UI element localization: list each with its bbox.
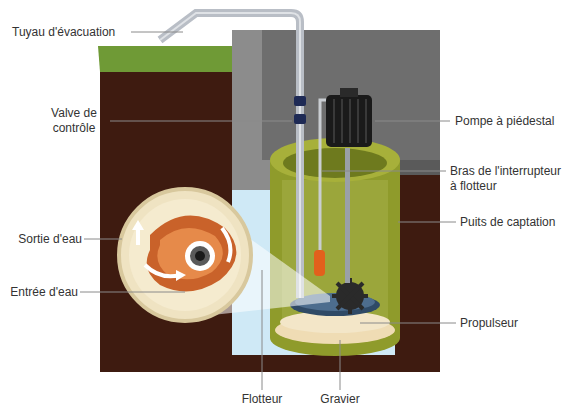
- part-label: Puits de captation: [460, 215, 568, 230]
- part-label: Sortie d'eau: [4, 232, 82, 247]
- part-label: Propulseur: [460, 316, 560, 331]
- part-label: Pompe à piédestal: [455, 114, 567, 129]
- part-label: Valve de contrôle: [40, 106, 108, 136]
- part-label: Tuyau d'évacuation: [12, 25, 130, 40]
- part-label: Flotteur: [232, 392, 292, 407]
- part-label: Gravier: [310, 392, 370, 407]
- part-label: Entrée d'eau: [4, 285, 78, 300]
- part-label: Bras de l'interrupteur à flotteur: [450, 164, 568, 194]
